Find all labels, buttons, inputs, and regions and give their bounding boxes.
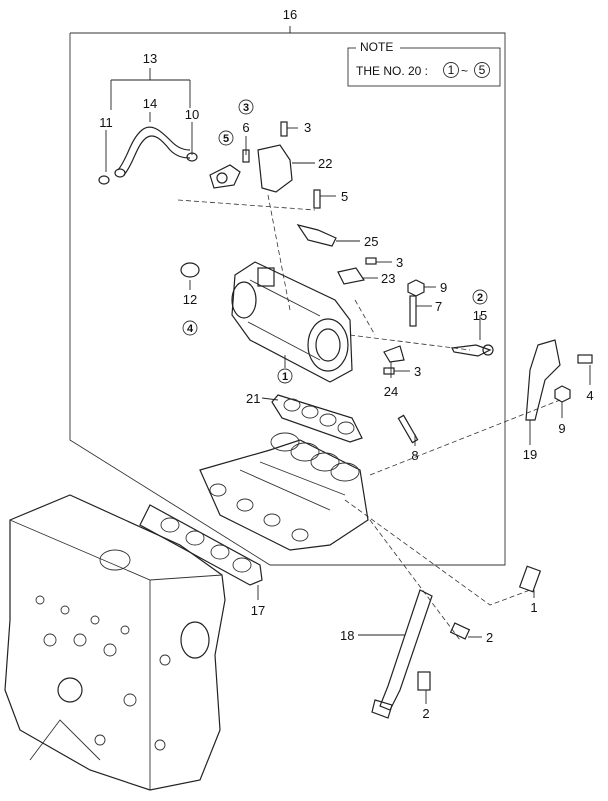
callout-9-right: 9 <box>558 421 565 436</box>
vacuum-hose <box>98 68 198 185</box>
note-range-sep: ~ <box>461 64 468 78</box>
assembly-frame <box>69 32 506 566</box>
callout-2-upper: 2 <box>486 630 493 645</box>
svg-text:5: 5 <box>223 133 229 145</box>
circled-ref-3: 3 <box>238 99 254 115</box>
intake-plenum <box>231 261 353 383</box>
callout-18: 18 <box>340 628 354 643</box>
circled-ref-4: 4 <box>182 320 198 336</box>
bracket-19 <box>525 339 593 445</box>
svg-text:1: 1 <box>282 371 288 383</box>
svg-text:4: 4 <box>187 323 194 335</box>
note-box: NOTE THE NO. 20 : 1 ~ 5 <box>347 40 501 87</box>
callout-22: 22 <box>318 156 332 171</box>
callout-3-top: 3 <box>304 120 311 135</box>
bolt-1 <box>518 565 542 593</box>
note-range-to: 5 <box>479 63 486 77</box>
svg-text:2: 2 <box>477 292 483 304</box>
callout-15: 15 <box>473 308 487 323</box>
callout-16: 16 <box>283 7 297 22</box>
bolt-3-low <box>383 367 395 375</box>
bolt-2-upper <box>449 622 471 640</box>
bolt-3-mid <box>365 257 377 265</box>
circled-ref-5: 5 <box>218 130 234 146</box>
stay-bracket-18 <box>358 589 433 719</box>
circled-ref-2: 2 <box>472 289 488 305</box>
callout-23: 23 <box>381 271 395 286</box>
svg-text:3: 3 <box>243 102 249 114</box>
cap-12 <box>180 262 200 278</box>
circled-ref-1: 1 <box>277 368 293 384</box>
engine-block <box>4 494 226 791</box>
intake-manifold <box>199 432 369 551</box>
bracket-25 <box>296 224 337 247</box>
callout-13: 13 <box>143 51 157 66</box>
callout-4: 4 <box>586 388 593 403</box>
gasket-21 <box>261 394 363 443</box>
callout-19: 19 <box>523 447 537 462</box>
note-text: THE NO. 20 : <box>356 64 428 78</box>
gasket-17 <box>139 504 263 600</box>
callout-17: 17 <box>251 603 265 618</box>
fitting-6 <box>209 136 250 189</box>
bracket-22 <box>257 121 315 193</box>
bolt-5 <box>313 189 321 209</box>
callout-25: 25 <box>364 234 378 249</box>
callout-6: 6 <box>242 120 249 135</box>
callout-2-lower: 2 <box>422 706 429 721</box>
nut-9 <box>407 279 425 297</box>
callout-14: 14 <box>143 96 157 111</box>
bracket-23 <box>337 267 365 285</box>
callout-5: 5 <box>341 189 348 204</box>
bolt-2-lower <box>417 671 431 691</box>
note-range-from: 1 <box>448 63 455 77</box>
callout-3-low: 3 <box>414 364 421 379</box>
callout-1: 1 <box>530 600 537 615</box>
bracket-24 <box>383 345 405 363</box>
callout-24: 24 <box>384 384 398 399</box>
callout-12: 12 <box>183 292 197 307</box>
note-title: NOTE <box>360 40 393 54</box>
callout-3-mid: 3 <box>396 255 403 270</box>
callout-10: 10 <box>185 107 199 122</box>
callout-9-top: 9 <box>440 280 447 295</box>
stud-7 <box>409 295 417 327</box>
callout-8: 8 <box>411 448 418 463</box>
callout-11: 11 <box>99 115 113 130</box>
callout-21: 21 <box>246 391 260 406</box>
callout-7: 7 <box>435 299 442 314</box>
